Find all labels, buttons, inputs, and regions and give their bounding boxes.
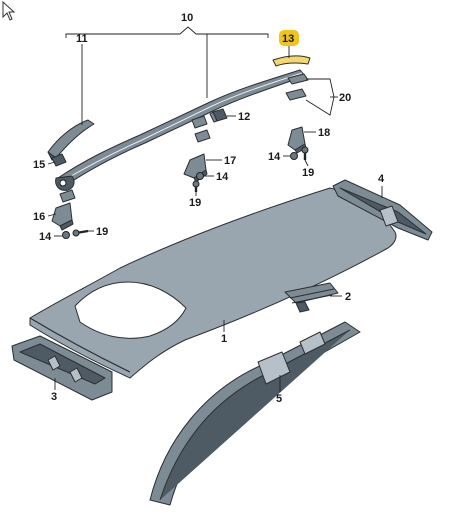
label-16: 16 [33,211,45,223]
roof-panel [29,187,397,379]
label-10: 10 [181,12,193,24]
bolt-19-c [72,229,89,237]
label-15: 15 [33,159,45,171]
label-3: 3 [51,391,57,403]
mouse-cursor-icon [2,0,16,21]
roof-rail-10 [55,69,306,191]
rail-mount-pads [59,115,211,203]
nut-14-b [196,172,204,180]
rear-roof-frame-4 [332,179,433,241]
label-5: 5 [276,393,282,405]
label-14-a: 14 [268,151,281,163]
label-11: 11 [76,33,88,45]
label-2: 2 [345,291,351,303]
label-14-b: 14 [216,171,229,183]
nut-14-a [290,152,298,160]
bolt-19-b [192,180,200,192]
label-1: 1 [221,333,227,345]
label-19-c: 19 [96,226,108,238]
clip-15 [51,153,67,167]
label-19-a: 19 [302,167,314,179]
highlight-marker [279,30,299,46]
roof-bow-2 [284,282,339,313]
front-roof-frame-3 [11,335,113,401]
nut-14-c [62,231,70,239]
label-4: 4 [378,173,385,185]
bolt-19-a [301,146,309,160]
label-19-b: 19 [189,197,201,209]
label-17: 17 [224,155,236,167]
rail-mount-20 [285,73,309,101]
label-20: 20 [339,92,351,104]
part-labels: 10 11 13 20 12 18 15 14 17 19 14 19 4 16… [33,12,385,405]
leader-lines [47,26,383,392]
label-14-c: 14 [39,231,52,243]
label-18: 18 [318,127,330,139]
label-13: 13 [282,33,294,45]
rail-end-cap-11 [47,119,95,161]
label-12: 12 [238,111,250,123]
bracket-16 [51,202,74,231]
side-roof-frame-5 [149,321,361,506]
clip-12 [209,108,228,123]
rail-end-cap-13 [272,55,311,67]
